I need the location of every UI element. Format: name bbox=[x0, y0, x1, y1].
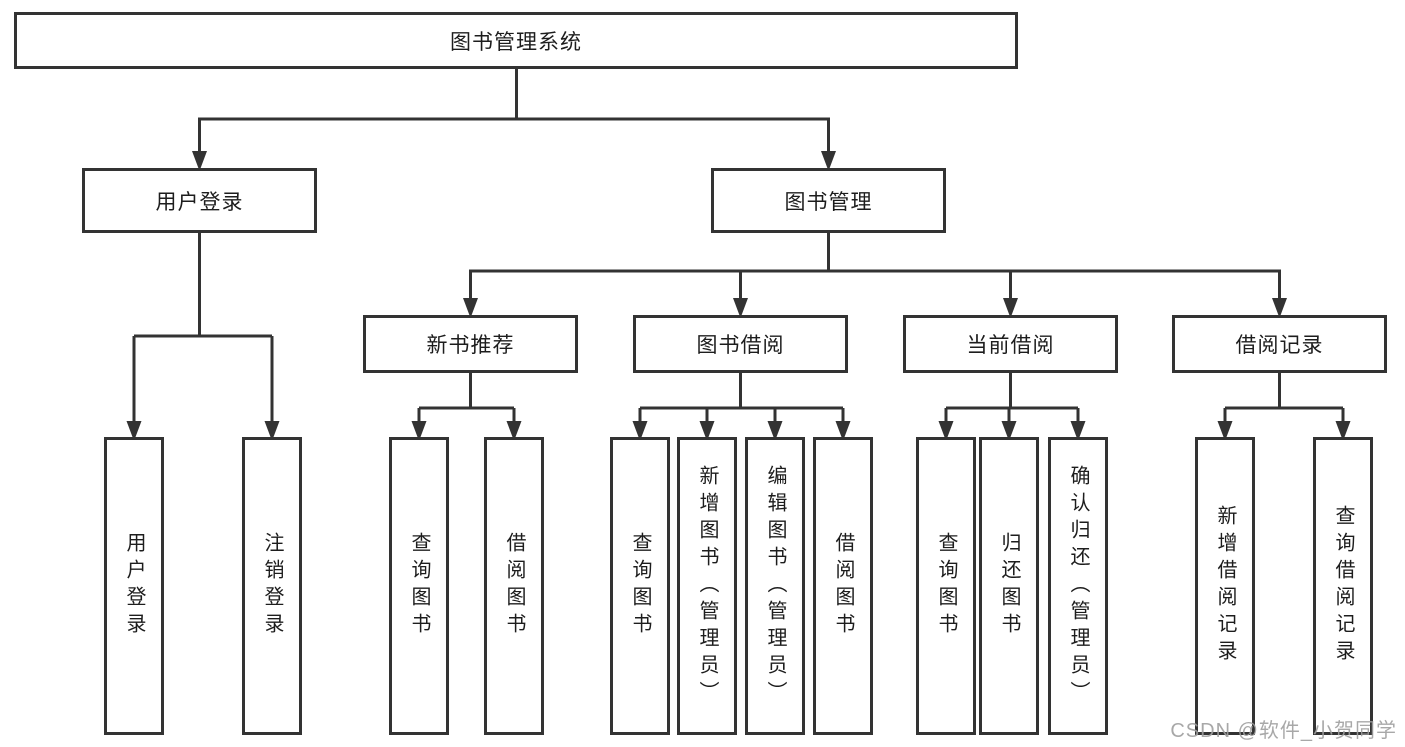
branch-node-book-management: 图书管理 bbox=[711, 168, 946, 233]
leaf-node-borrow-books: 借阅图书 bbox=[813, 437, 873, 735]
leaf-node-return-books: 归还图书 bbox=[979, 437, 1039, 735]
leaf-node-query-books-recommend: 查询图书 bbox=[389, 437, 449, 735]
leaf-node-borrow-books-recommend: 借阅图书 bbox=[484, 437, 544, 735]
leaf-node-add-books-admin: 新增图书（管理员） bbox=[677, 437, 737, 735]
branch-node-book-borrowing: 图书借阅 bbox=[633, 315, 848, 373]
leaf-node-user-login: 用户登录 bbox=[104, 437, 164, 735]
csdn-watermark: CSDN @软件_小贺同学 bbox=[1170, 720, 1397, 742]
leaf-node-query-borrow-record: 查询借阅记录 bbox=[1313, 437, 1373, 735]
branch-node-new-book-recommend: 新书推荐 bbox=[363, 315, 578, 373]
leaf-node-confirm-return-admin: 确认归还（管理员） bbox=[1048, 437, 1108, 735]
leaf-node-query-books-current: 查询图书 bbox=[916, 437, 976, 735]
branch-node-current-borrowing: 当前借阅 bbox=[903, 315, 1118, 373]
leaf-node-logout: 注销登录 bbox=[242, 437, 302, 735]
branch-node-borrow-records: 借阅记录 bbox=[1172, 315, 1387, 373]
leaf-node-query-books-borrowing: 查询图书 bbox=[610, 437, 670, 735]
branch-node-user-login: 用户登录 bbox=[82, 168, 317, 233]
root-node-library-management-system: 图书管理系统 bbox=[14, 12, 1018, 69]
leaf-node-edit-books-admin: 编辑图书（管理员） bbox=[745, 437, 805, 735]
leaf-node-add-borrow-record: 新增借阅记录 bbox=[1195, 437, 1255, 735]
